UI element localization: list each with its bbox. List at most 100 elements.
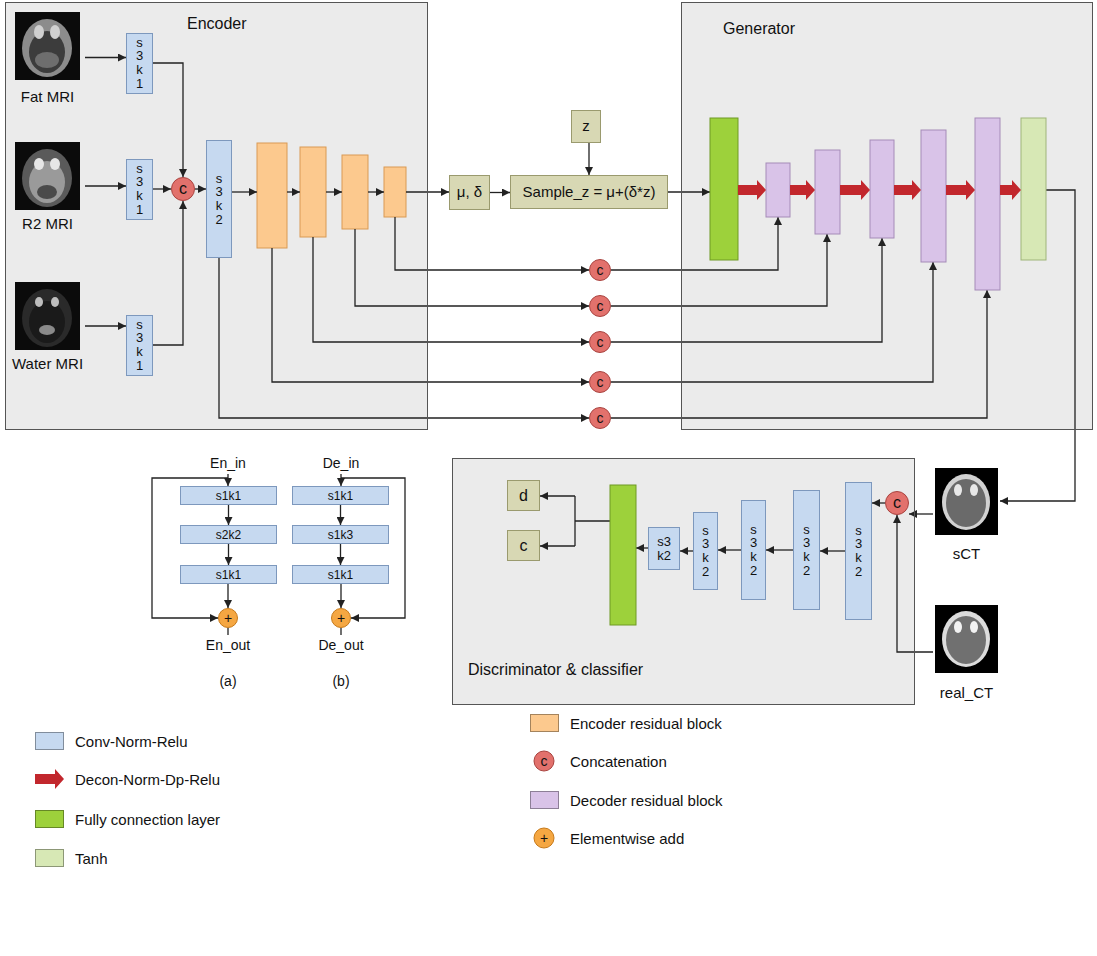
node-text: + xyxy=(224,611,232,625)
node-text: c xyxy=(597,411,604,425)
fully-connected-layer xyxy=(710,118,738,260)
layer-box: s1k3 xyxy=(292,525,389,544)
tanh-layer xyxy=(1021,118,1046,260)
node-text: + xyxy=(337,611,345,625)
node-text: s1k1 xyxy=(328,569,353,581)
node-text: c xyxy=(893,494,901,512)
conv-block: s 3 k 2 xyxy=(206,140,232,258)
ct-ground xyxy=(935,468,998,535)
node-text: s2k2 xyxy=(216,529,241,541)
legend-concat-sample xyxy=(534,751,554,771)
operation-box: Sample_z = μ+(δ*z) xyxy=(510,175,668,209)
module-panel: Discriminator & classifierdcs3 k2s 3 k 2… xyxy=(452,458,915,705)
deconv-arrow xyxy=(1000,180,1021,200)
encoder-residual-block xyxy=(342,155,368,229)
encoder-residual-block xyxy=(300,147,326,237)
panel-heading: Generator xyxy=(723,20,795,38)
legend-swatch xyxy=(35,732,64,750)
node-text: c xyxy=(597,335,604,349)
panel-fill xyxy=(681,2,1093,430)
skip-wire xyxy=(395,217,589,270)
conv-block: s3 k2 xyxy=(648,527,680,570)
node-text: s1k1 xyxy=(216,569,241,581)
mri-head xyxy=(22,149,72,207)
panel-heading: Encoder xyxy=(187,15,247,33)
connector xyxy=(228,544,229,565)
image-caption: sCT xyxy=(921,545,1012,562)
concat-circle: c xyxy=(885,491,909,515)
wire xyxy=(540,495,575,496)
connector xyxy=(227,584,228,608)
ct-spot xyxy=(954,621,962,633)
concat-circle: c xyxy=(589,371,611,393)
node-text: s1k1 xyxy=(216,490,241,502)
connector xyxy=(85,325,126,326)
legend-text: Concatenation xyxy=(570,753,667,770)
image-panel: real_CT xyxy=(933,603,1000,701)
image-caption: Water MRI xyxy=(0,355,97,372)
decoder-residual-block xyxy=(815,150,840,234)
wire xyxy=(575,520,610,521)
connector xyxy=(766,549,793,550)
legend-swatch xyxy=(35,849,64,867)
mri-ground xyxy=(15,142,80,210)
block-label: De_in xyxy=(323,455,360,471)
layer-box: s1k1 xyxy=(292,486,389,505)
image-caption: real_CT xyxy=(921,684,1012,701)
mri-image xyxy=(15,282,80,350)
legend-arrow-sample xyxy=(35,769,64,789)
node-text: s 3 k 1 xyxy=(135,162,145,217)
node-text: s3 k2 xyxy=(656,535,672,562)
legend-text: Conv-Norm-Relu xyxy=(75,733,188,750)
legend-text: Tanh xyxy=(75,850,108,867)
conv-block: s 3 k 2 xyxy=(845,482,872,620)
decoder-residual-block xyxy=(975,118,1000,290)
mri-spot xyxy=(50,158,60,170)
wire xyxy=(340,474,341,486)
node-text: c xyxy=(597,299,604,313)
skip-wire xyxy=(313,237,589,342)
node-text: c xyxy=(597,375,604,389)
module-panel: EncoderFat MRIR2 MRIWater MRIs 3 k 1s 3 … xyxy=(5,2,428,430)
connector xyxy=(228,505,229,525)
connector xyxy=(153,188,171,189)
deconv-arrow xyxy=(790,180,815,200)
module-panel: Generator xyxy=(681,2,1093,430)
encoder-residual-block xyxy=(384,167,406,217)
node-text: c xyxy=(520,537,528,555)
node-text: c xyxy=(597,263,604,277)
skip-wire xyxy=(611,217,778,270)
connector xyxy=(85,57,126,58)
panel-heading: Discriminator & classifier xyxy=(468,661,643,679)
conv-block: s 3 k 1 xyxy=(126,159,153,220)
node-text: c xyxy=(179,180,187,198)
ct-spot xyxy=(954,484,962,496)
mri-tissue xyxy=(29,31,65,73)
wire xyxy=(340,628,341,635)
add-circle: + xyxy=(218,608,238,628)
mri-image xyxy=(15,12,80,80)
node-text: s 3 k 1 xyxy=(135,318,145,373)
legend-text: Elementwise add xyxy=(570,830,684,847)
mri-spot xyxy=(39,325,55,335)
image-caption: Fat MRI xyxy=(0,88,97,105)
wire xyxy=(227,628,228,635)
mri-tissue xyxy=(29,301,65,343)
image-panel: sCT xyxy=(933,466,1000,562)
layer-box: s2k2 xyxy=(180,525,277,544)
wire xyxy=(368,191,384,192)
conv-block: s 3 k 1 xyxy=(126,33,153,94)
operation-box: z xyxy=(571,110,601,143)
connector xyxy=(718,549,741,550)
wire xyxy=(406,191,449,192)
connector xyxy=(588,143,589,175)
node-text: s 3 k 2 xyxy=(802,523,812,578)
concat-circle: c xyxy=(589,259,611,281)
ct-skull xyxy=(942,474,990,530)
legend-text: Decoder residual block xyxy=(570,792,723,809)
decoder-residual-block xyxy=(766,163,790,217)
concat-circle: c xyxy=(589,295,611,317)
block-label: En_out xyxy=(206,637,250,653)
block-label: (a) xyxy=(219,673,236,689)
connector xyxy=(680,550,693,551)
